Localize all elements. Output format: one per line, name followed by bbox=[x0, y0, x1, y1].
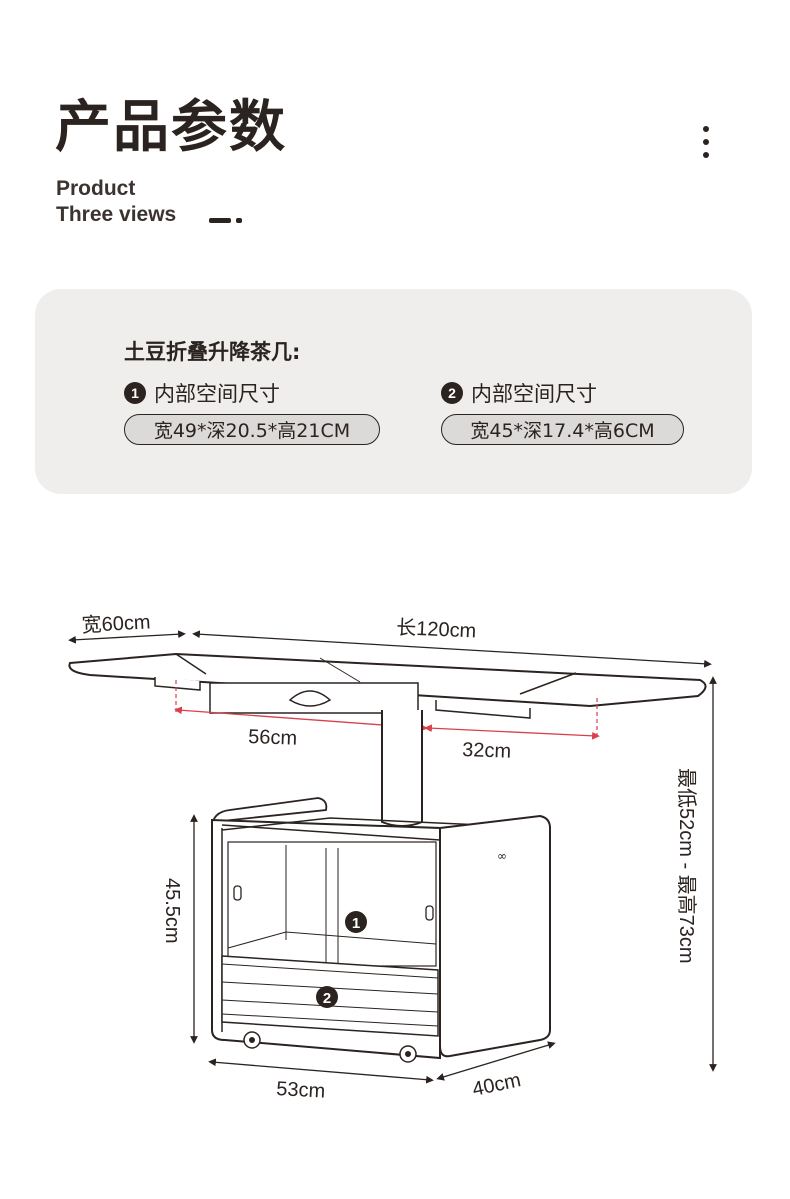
inner-right-label: 32cm bbox=[462, 739, 512, 763]
subtitle-three-views: Three views bbox=[56, 203, 177, 226]
spec-1-value: 宽49*深20.5*高21CM bbox=[124, 414, 380, 445]
page-title: 产品参数 bbox=[55, 95, 287, 160]
spec-2-label: 2 内部空间尺寸 bbox=[441, 378, 597, 408]
inner-left-label: 56cm bbox=[248, 726, 298, 750]
marker-2: 2 bbox=[316, 986, 338, 1008]
base-width-dimension: 53cm bbox=[208, 1058, 434, 1103]
marker-1: 1 bbox=[345, 911, 367, 933]
lift-column bbox=[381, 710, 423, 827]
subtitle-product: Product bbox=[56, 177, 136, 200]
number-2-icon: 2 bbox=[441, 382, 463, 404]
logo-mark-icon: ∞ bbox=[497, 849, 507, 863]
spec-2-value: 宽45*深17.4*高6CM bbox=[441, 414, 684, 445]
cabinet: ∞ bbox=[211, 797, 551, 1063]
base-depth-label: 40cm bbox=[470, 1069, 522, 1101]
width-dimension: 宽60cm bbox=[68, 610, 186, 644]
three-views-diagram: 宽60cm 长120cm 56cm 32cm bbox=[68, 610, 717, 1103]
spec-1-label: 1 内部空间尺寸 bbox=[124, 378, 280, 408]
product-name: 土豆折叠升降茶几: bbox=[124, 340, 301, 364]
inner-dimension-right: 32cm bbox=[424, 698, 600, 763]
length-label: 长120cm bbox=[396, 616, 477, 642]
table-top bbox=[68, 652, 707, 719]
base-width-label: 53cm bbox=[276, 1078, 326, 1103]
width-label: 宽60cm bbox=[81, 610, 151, 637]
height-range-label: 最低52cm - 最高73cm bbox=[675, 768, 698, 964]
svg-text:2: 2 bbox=[323, 990, 331, 1007]
spec-panel bbox=[35, 289, 752, 494]
spec-1-label-text: 内部空间尺寸 bbox=[154, 382, 280, 406]
length-dimension: 长120cm bbox=[192, 616, 712, 668]
number-1-icon: 1 bbox=[124, 382, 146, 404]
more-options-icon[interactable] bbox=[700, 126, 712, 162]
height-range-dimension: 最低52cm - 最高73cm bbox=[675, 676, 717, 1072]
spec-2-label-text: 内部空间尺寸 bbox=[471, 382, 597, 406]
svg-text:1: 1 bbox=[352, 915, 360, 932]
cabinet-height-dimension: 45.5cm bbox=[161, 814, 198, 1044]
cabinet-height-label: 45.5cm bbox=[161, 878, 183, 944]
